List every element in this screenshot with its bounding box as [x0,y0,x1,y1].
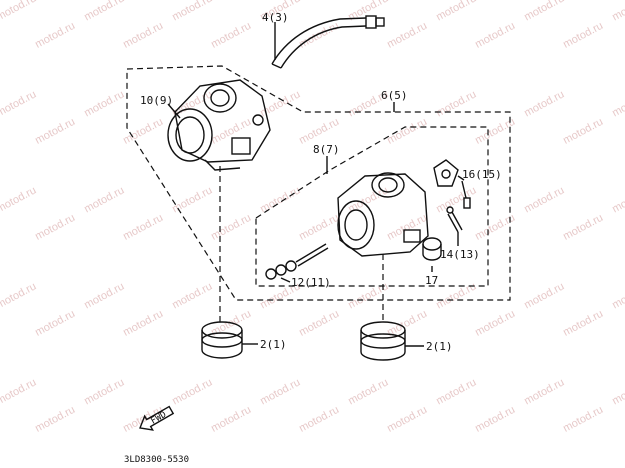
watermark-text: motod.ru [258,88,302,119]
watermark-text: motod.ru [434,0,478,23]
label-part-16: 16(15) [462,168,502,181]
watermark-text: motod.ru [33,308,77,339]
watermark-text: motod.ru [0,184,38,215]
watermark-text: motod.ru [82,0,126,23]
leader-12 [280,277,291,283]
watermark-text: motod.ru [610,376,625,407]
watermark-text: motod.ru [0,0,38,23]
carburetor-lower [337,172,429,257]
watermark-text: motod.ru [170,280,214,311]
watermark-text: motod.ru [561,116,605,147]
watermark-text: motod.ru [82,280,126,311]
watermark-text: motod.ru [522,0,566,23]
watermark-text: motod.ru [473,308,517,339]
watermark-text: motod.ru [258,376,302,407]
watermark-text: motod.ru [82,88,126,119]
watermark-text: motod.ru [209,116,253,147]
watermark-text: motod.ru [522,184,566,215]
watermark-text: motod.ru [346,376,390,407]
label-part-4: 4(3) [262,11,289,24]
watermark-text: motod.ru [121,20,165,51]
watermark-text: motod.ru [170,184,214,215]
watermark-text: motod.ru [209,404,253,435]
leader-16 [461,180,467,199]
cap-part [422,237,442,261]
watermark-text: motod.ru [121,308,165,339]
watermark-text: motod.ru [561,212,605,243]
watermark-text: motod.ru [82,184,126,215]
watermark-text: motod.ru [385,404,429,435]
watermark-text: motod.ru [434,280,478,311]
watermark-text: motod.ru [610,184,625,215]
fuel-hose [271,15,385,69]
label-part-10: 10(9) [140,94,173,107]
watermark-text: motod.ru [33,20,77,51]
watermark-text: motod.ru [33,116,77,147]
watermark-text: motod.ru [33,404,77,435]
label-part-8: 8(7) [313,143,340,156]
watermark-text: motod.ru [209,212,253,243]
watermark-text: motod.ru [0,280,38,311]
label-part-6: 6(5) [381,89,408,102]
label-part-12: 12(11) [291,276,331,289]
throttle-sensor [433,159,471,209]
watermark-text: motod.ru [561,308,605,339]
watermark-text: motod.ru [170,0,214,23]
watermark-text: motod.ru [561,404,605,435]
watermark-text: motod.ru [385,212,429,243]
watermark-text: motod.ru [434,376,478,407]
watermark-text: motod.ru [121,212,165,243]
watermark-text: motod.ru [522,88,566,119]
watermark-text: motod.ru [434,88,478,119]
watermark-text: motod.ru [385,20,429,51]
label-part-14: 14(13) [440,248,480,261]
drawing-code: 3LD8300-5530 [124,455,189,465]
label-part-2-left: 2(1) [260,338,287,351]
watermark-text: motod.ru [610,0,625,23]
watermark-text: motod.ru [82,376,126,407]
rubber-joint-left [201,321,243,359]
watermark-text: motod.ru [170,376,214,407]
watermark-text: motod.ru [0,376,38,407]
label-part-17: 17 [425,274,438,287]
watermark-text: motod.ru [385,116,429,147]
watermark-text: motod.ru [33,212,77,243]
watermark-text: motod.ru [258,184,302,215]
carburetor-upper [167,79,271,171]
screw-part [446,206,463,233]
watermark-text: motod.ru [610,88,625,119]
small-parts-set [265,243,329,280]
watermark-text: motod.ru [522,376,566,407]
label-part-2-right: 2(1) [426,340,453,353]
watermark-text: motod.ru [473,404,517,435]
watermark-text: motod.ru [346,280,390,311]
watermark-text: motod.ru [297,404,341,435]
assembly-outline-6 [126,65,511,301]
watermark-text: motod.ru [561,20,605,51]
watermark-text: motod.ru [610,280,625,311]
watermark-text: motod.ru [297,212,341,243]
leader-10 [167,103,181,119]
watermark-text: motod.ru [121,116,165,147]
watermark-text: motod.ru [0,88,38,119]
watermark-text: motod.ru [473,20,517,51]
watermark-text: motod.ru [434,184,478,215]
watermark-text: motod.ru [209,20,253,51]
watermark-text: motod.ru [522,280,566,311]
rubber-joint-right [360,321,406,361]
watermark-text: motod.ru [297,308,341,339]
